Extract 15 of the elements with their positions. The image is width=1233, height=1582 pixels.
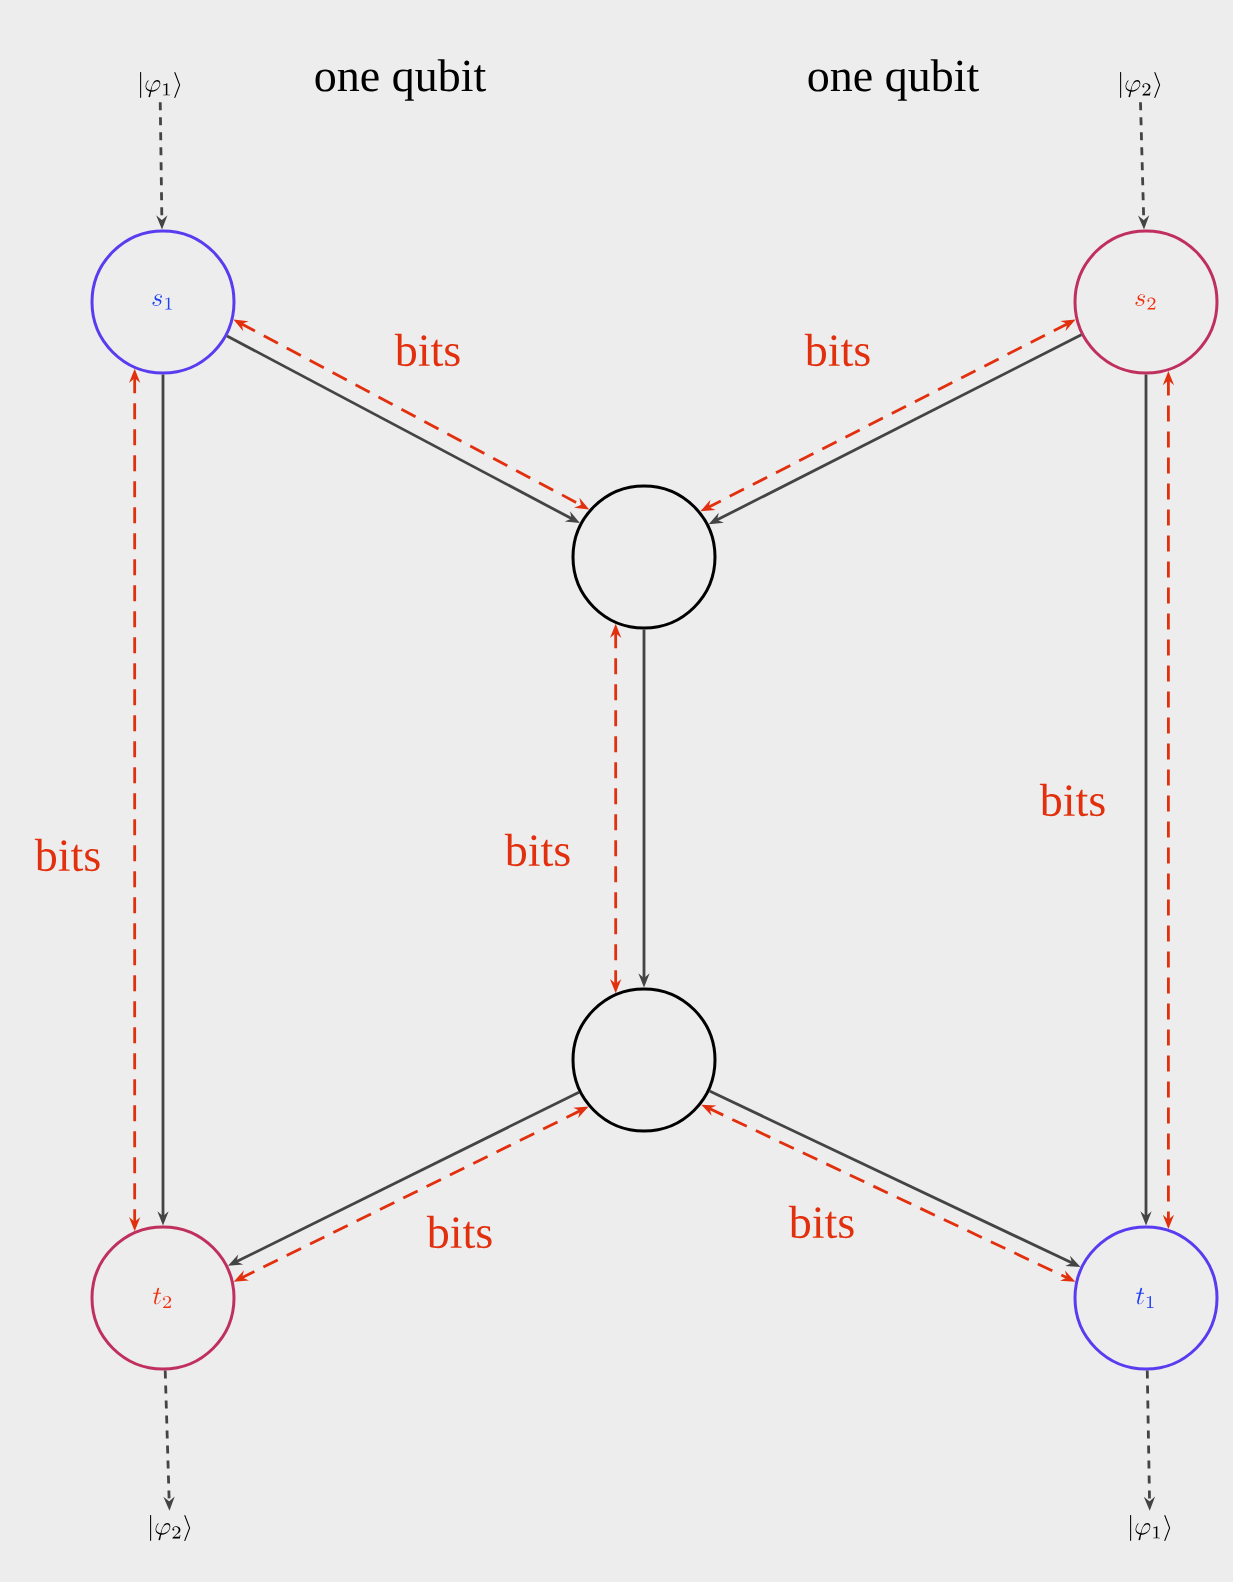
edge-label: bits xyxy=(32,836,104,874)
edge-label: bits xyxy=(424,1213,496,1251)
node-circle xyxy=(571,484,717,630)
annotation-text: one qubit xyxy=(315,59,486,101)
edge-label: bits xyxy=(786,1203,858,1241)
annotation-text: one qubit xyxy=(808,59,979,101)
edge-label: bits xyxy=(802,331,874,369)
node-circle xyxy=(571,987,717,1133)
ket-label: $|\varphi_2\rangle$ xyxy=(150,1515,191,1541)
edge-label: bits xyxy=(502,831,574,869)
ket-label: $|\varphi_1\rangle$ xyxy=(140,72,181,98)
edge-label: bits xyxy=(392,331,464,369)
edge-label: bits xyxy=(1037,781,1109,819)
ket-label: $|\varphi_2\rangle$ xyxy=(1120,72,1161,98)
ket-label: $|\varphi_1\rangle$ xyxy=(1130,1515,1171,1541)
